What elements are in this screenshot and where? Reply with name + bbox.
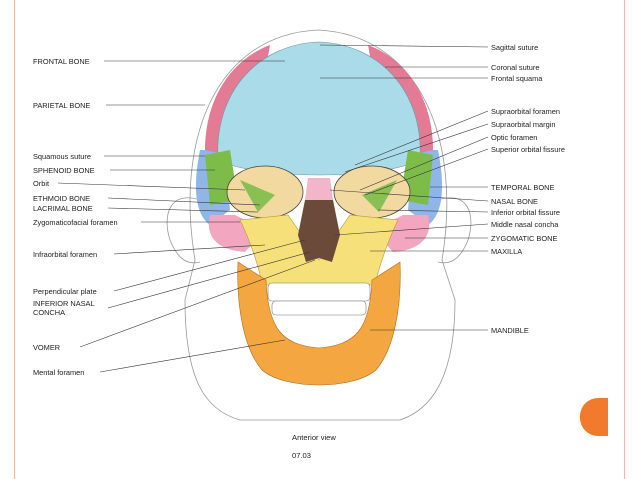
label-ethmoid-bone: ETHMOID BONE xyxy=(33,194,91,203)
label-superior-orbital-fissure: Superior orbital fissure xyxy=(491,145,565,154)
leader-lines xyxy=(57,44,489,373)
label-parietal-bone: PARIETAL BONE xyxy=(33,101,91,110)
label-frontal-bone: FRONTAL BONE xyxy=(33,57,90,66)
label-squamous-suture: Squamous suture xyxy=(33,152,91,161)
nasal-cavity xyxy=(298,200,340,262)
label-vomer: VOMER xyxy=(33,343,61,352)
label-sagittal-suture: Sagittal suture xyxy=(491,43,539,52)
label-inferior-orbital-fissure: Inferior orbital fissure xyxy=(491,208,561,217)
label-sphenoid-bone: SPHENOID BONE xyxy=(33,166,95,175)
label-zygomaticofacial-foramen: Zygomaticofacial foramen xyxy=(33,218,118,227)
label-mandible: MANDIBLE xyxy=(491,326,529,335)
label-orbit: Orbit xyxy=(33,179,50,188)
label-mental-foramen: Mental foramen xyxy=(33,368,85,377)
label-middle-nasal-concha: Middle nasal concha xyxy=(491,220,559,229)
label-coronal-suture: Coronal suture xyxy=(491,63,540,72)
label-lacrimal-bone: LACRIMAL BONE xyxy=(33,204,93,213)
mandible-shape xyxy=(237,261,401,386)
label-infraorbital-foramen: Infraorbital foramen xyxy=(33,250,98,259)
label-nasal-bone: NASAL BONE xyxy=(491,197,538,206)
label-optic-foramen: Optic foramen xyxy=(491,133,538,142)
caption-view: Anterior view xyxy=(292,433,336,442)
label-zygomatic-bone: ZYGOMATIC BONE xyxy=(491,234,558,243)
label-temporal-bone: TEMPORAL BONE xyxy=(491,183,555,192)
label-perpendicular-plate: Perpendicular plate xyxy=(33,287,97,296)
lower-teeth xyxy=(271,300,367,316)
label-inferior-nasal-concha-line2: CONCHA xyxy=(33,308,66,317)
slide-border-right xyxy=(624,0,625,479)
ear-left xyxy=(166,197,201,264)
caption-figure-number: 07.03 xyxy=(292,451,312,460)
slide-border-left xyxy=(14,0,15,479)
label-maxilla: MAXILLA xyxy=(491,247,523,256)
nasal-bone-shape xyxy=(305,178,333,200)
label-supraorbital-margin: Supraorbital margin xyxy=(491,120,556,129)
slide-nav-dot[interactable] xyxy=(580,398,608,436)
label-inferior-nasal-concha-line1: INFERIOR NASAL xyxy=(33,299,95,308)
label-frontal-squama: Frontal squama xyxy=(491,74,543,83)
label-supraorbital-foramen: Supraorbital foramen xyxy=(491,107,561,116)
head-outline xyxy=(184,29,456,421)
upper-teeth xyxy=(267,282,371,302)
